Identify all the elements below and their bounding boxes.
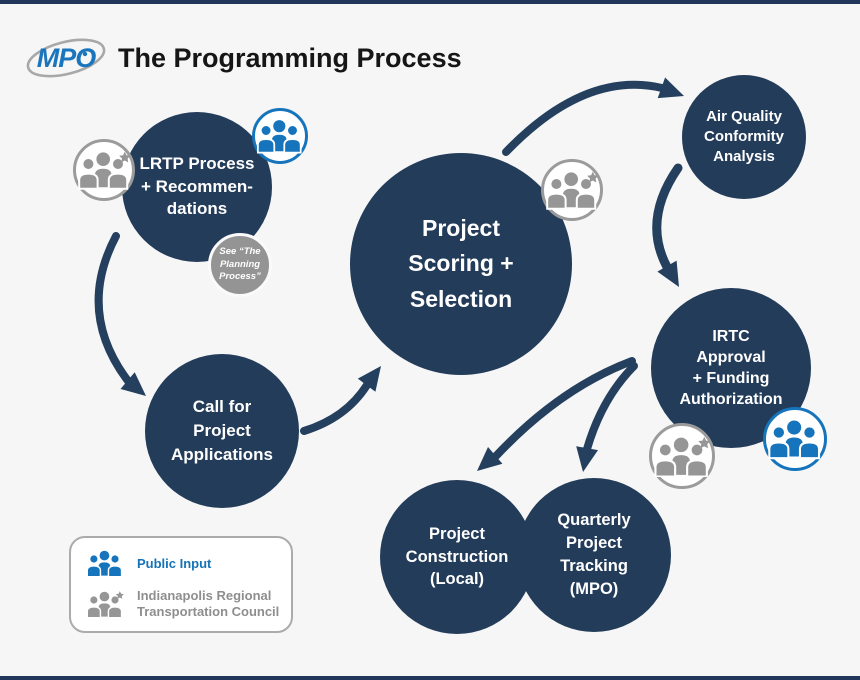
note-line: Planning (219, 258, 261, 270)
node-label-line: IRTC (712, 327, 750, 345)
irtc-council-people-star-icon (85, 590, 125, 619)
header: MPO The Programming Process (24, 30, 462, 86)
node-label-line: (Local) (429, 570, 485, 589)
node-label-line: Project (566, 534, 622, 553)
arrow-airquality-to-irtc (652, 163, 683, 287)
node-call-for-applications: Call for Project Applications (145, 354, 299, 508)
bottom-border-bar (0, 676, 860, 680)
top-border-bar (0, 0, 860, 4)
arrow-lrtp-to-call (94, 232, 146, 396)
page-title: The Programming Process (118, 42, 462, 73)
node-label-line: Selection (409, 285, 513, 312)
public-input-people-icon (85, 549, 125, 578)
logo-orbit-icon (26, 38, 106, 78)
node-quarterly-tracking: Quarterly Project Tracking (MPO) (517, 478, 671, 632)
public-input-people-icon (255, 118, 305, 154)
node-label-line: Approval (696, 348, 766, 366)
irtc-council-badge-scoring (541, 159, 603, 221)
node-project-construction: Project Construction (Local) (380, 480, 534, 634)
legend: Public Input Indianapolis Regional Trans… (69, 536, 293, 633)
node-lrtp-process: LRTP Process + Recommen- dations (122, 112, 272, 262)
mpo-logo: MPO (24, 30, 108, 86)
irtc-council-people-star-icon (544, 170, 600, 210)
node-label-line: + Recommen- (141, 176, 253, 196)
node-label-line: Project (193, 421, 251, 441)
note-line: Process” (219, 271, 261, 283)
legend-irtc-council-label: Indianapolis Regional Transportation Cou… (137, 588, 279, 621)
public-input-badge-lrtp (252, 108, 308, 164)
irtc-council-people-star-icon (652, 435, 712, 478)
node-label-line: + Funding (692, 370, 770, 387)
node-label-line: Project (429, 524, 485, 543)
node-planning-process-note: See “The Planning Process” (208, 233, 272, 297)
legend-public-input-row: Public Input (85, 549, 281, 578)
arrow-irtc-to-construction (477, 357, 636, 471)
legend-public-input-label: Public Input (137, 555, 212, 571)
node-label-line: Applications (170, 444, 273, 464)
node-label-line: Air Quality (706, 108, 782, 126)
node-air-quality-analysis: Air Quality Conformity Analysis (682, 75, 806, 199)
node-label-line: Conformity (704, 128, 784, 146)
arrow-irtc-to-tracking (576, 362, 638, 472)
node-label-line: LRTP Process (139, 154, 255, 174)
node-label-line: dations (166, 199, 228, 219)
node-label-line: Authorization (679, 391, 783, 409)
legend-council-line1: Indianapolis Regional (137, 587, 272, 603)
node-label-line: Scoring + (408, 250, 514, 277)
irtc-council-badge-irtc (649, 423, 715, 489)
irtc-council-badge-lrtp (73, 139, 135, 201)
node-label-line: Quarterly (557, 511, 631, 530)
arrow-call-to-scoring (300, 366, 381, 435)
node-project-scoring-selection: Project Scoring + Selection (350, 153, 572, 375)
node-label-line: (MPO) (569, 579, 619, 598)
node-label-line: Tracking (560, 557, 628, 575)
irtc-council-people-star-icon (76, 150, 132, 190)
public-input-badge-irtc (763, 407, 827, 471)
node-label-line: Call for (192, 397, 252, 417)
note-line: See “The (219, 246, 261, 258)
logo-text: MPO (36, 43, 97, 73)
arrow-scoring-to-airquality (502, 77, 684, 156)
public-input-people-icon (766, 418, 824, 460)
node-label-line: Construction (405, 547, 509, 566)
node-label-line: Analysis (713, 147, 775, 165)
node-label-line: Project (422, 214, 500, 241)
legend-council-line2: Transportation Council (137, 603, 280, 619)
legend-irtc-council-row: Indianapolis Regional Transportation Cou… (85, 588, 281, 621)
